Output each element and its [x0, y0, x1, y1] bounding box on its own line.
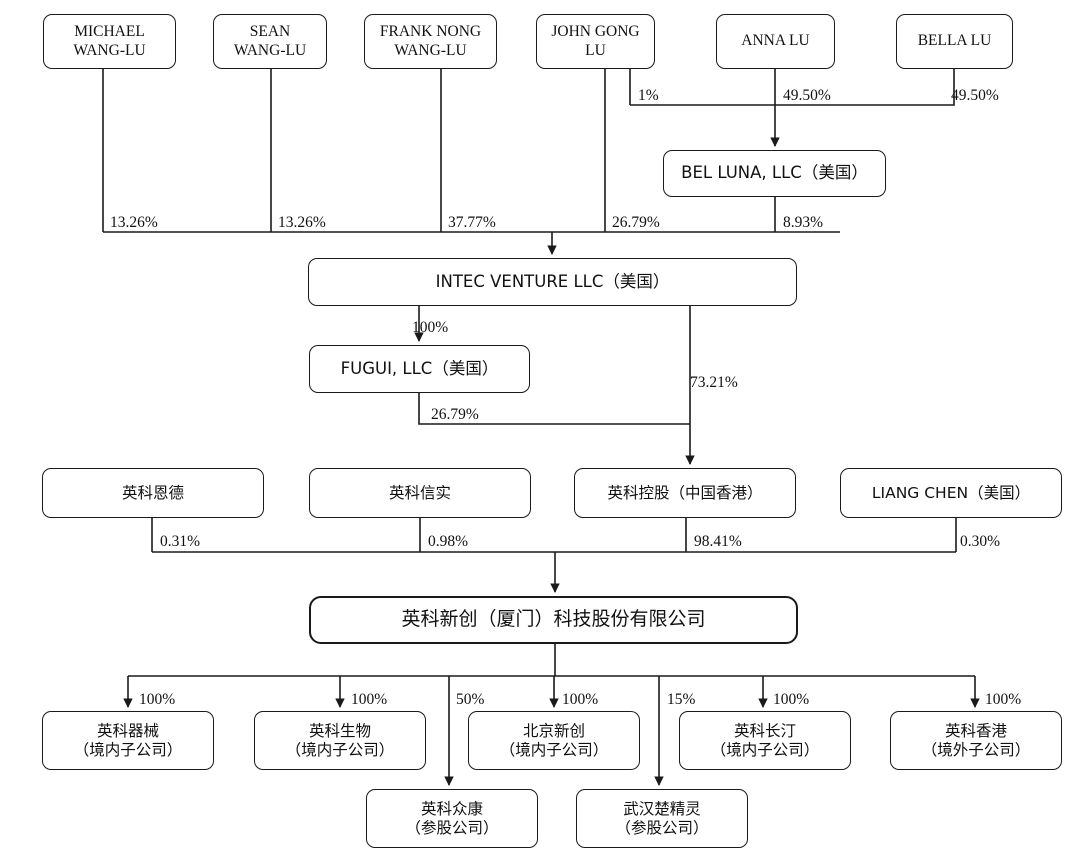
- node-label: LIANG CHEN（美国）: [871, 483, 1031, 502]
- edge-label-percentage: 0.98%: [428, 533, 469, 550]
- node-label: BELLA LU: [917, 32, 992, 50]
- edge-label-percentage: 26.79%: [431, 406, 479, 423]
- node-label: BEL LUNA, LLC（美国）: [681, 163, 868, 183]
- node-label: 武汉楚精灵（参股公司）: [615, 799, 709, 837]
- node-yingke-ende[interactable]: 英科恩德: [42, 468, 264, 518]
- edge-label-percentage: 100%: [412, 319, 449, 336]
- node-liang-chen[interactable]: LIANG CHEN（美国）: [840, 468, 1062, 518]
- node-label: INTEC VENTURE LLC（美国）: [435, 271, 670, 291]
- edge-label-percentage: 15%: [667, 691, 696, 708]
- edge-label-percentage: 1%: [638, 87, 659, 104]
- edge-label-percentage: 49.50%: [783, 87, 831, 104]
- node-label: FUGUI, LLC（美国）: [340, 358, 499, 378]
- node-intec-venture-llc[interactable]: INTEC VENTURE LLC（美国）: [308, 258, 797, 306]
- node-fugui-llc[interactable]: FUGUI, LLC（美国）: [309, 345, 530, 393]
- edge-label-percentage: 0.30%: [960, 533, 1001, 550]
- node-label: 英科长汀（境内子公司）: [710, 721, 820, 759]
- node-label: 英科器械（境内子公司）: [73, 721, 183, 759]
- node-yingke-changting[interactable]: 英科长汀（境内子公司）: [679, 711, 851, 770]
- edge-label-percentage: 13.26%: [278, 214, 326, 231]
- node-label: 英科控股（中国香港）: [607, 483, 763, 502]
- node-yingke-zhongkang[interactable]: 英科众康（参股公司）: [366, 789, 538, 848]
- edge-label-percentage: 73.21%: [690, 374, 738, 391]
- wire-fugui-konggu: [418, 393, 690, 425]
- node-label: 北京新创（境内子公司）: [499, 721, 609, 759]
- node-label: 英科香港（境外子公司）: [921, 721, 1031, 759]
- edge-label-percentage: 13.26%: [110, 214, 158, 231]
- edge-label-percentage: 8.93%: [783, 214, 824, 231]
- node-yingke-qixie[interactable]: 英科器械（境内子公司）: [42, 711, 214, 770]
- edge-label-percentage: 100%: [139, 691, 176, 708]
- edge-label-percentage: 50%: [456, 691, 485, 708]
- node-yingke-xinshi[interactable]: 英科信实: [309, 468, 531, 518]
- edge-label-percentage: 100%: [773, 691, 810, 708]
- node-beijing-xinchuang[interactable]: 北京新创（境内子公司）: [468, 711, 640, 770]
- edge-label-percentage: 98.41%: [694, 533, 742, 550]
- edge-label-percentage: 49.50%: [951, 87, 999, 104]
- node-main-company[interactable]: 英科新创（厦门）科技股份有限公司: [309, 596, 798, 644]
- edge-label-percentage: 100%: [562, 691, 599, 708]
- node-label: 英科恩德: [121, 483, 184, 502]
- wire-bella-belluna: [775, 69, 955, 106]
- edge-label-percentage: 0.31%: [160, 533, 201, 550]
- edge-label-percentage: 100%: [985, 691, 1022, 708]
- node-bel-luna-llc[interactable]: BEL LUNA, LLC（美国）: [663, 150, 886, 197]
- node-label: 英科生物（境内子公司）: [285, 721, 395, 759]
- node-label: 英科信实: [388, 483, 451, 502]
- edge-label-percentage: 37.77%: [448, 214, 496, 231]
- node-bella-lu[interactable]: BELLA LU: [896, 14, 1013, 69]
- node-yingke-shengwu[interactable]: 英科生物（境内子公司）: [254, 711, 426, 770]
- node-yingke-konggu[interactable]: 英科控股（中国香港）: [574, 468, 796, 518]
- node-yingke-hongkong[interactable]: 英科香港（境外子公司）: [890, 711, 1062, 770]
- node-anna-lu[interactable]: ANNA LU: [716, 14, 835, 69]
- edge-label-percentage: 100%: [351, 691, 388, 708]
- node-label: 英科新创（厦门）科技股份有限公司: [401, 608, 706, 631]
- node-label: 英科众康（参股公司）: [405, 799, 499, 837]
- edge-label-percentage: 26.79%: [612, 214, 660, 231]
- node-label: ANNA LU: [741, 32, 810, 50]
- node-wuhan-chujingling[interactable]: 武汉楚精灵（参股公司）: [576, 789, 748, 848]
